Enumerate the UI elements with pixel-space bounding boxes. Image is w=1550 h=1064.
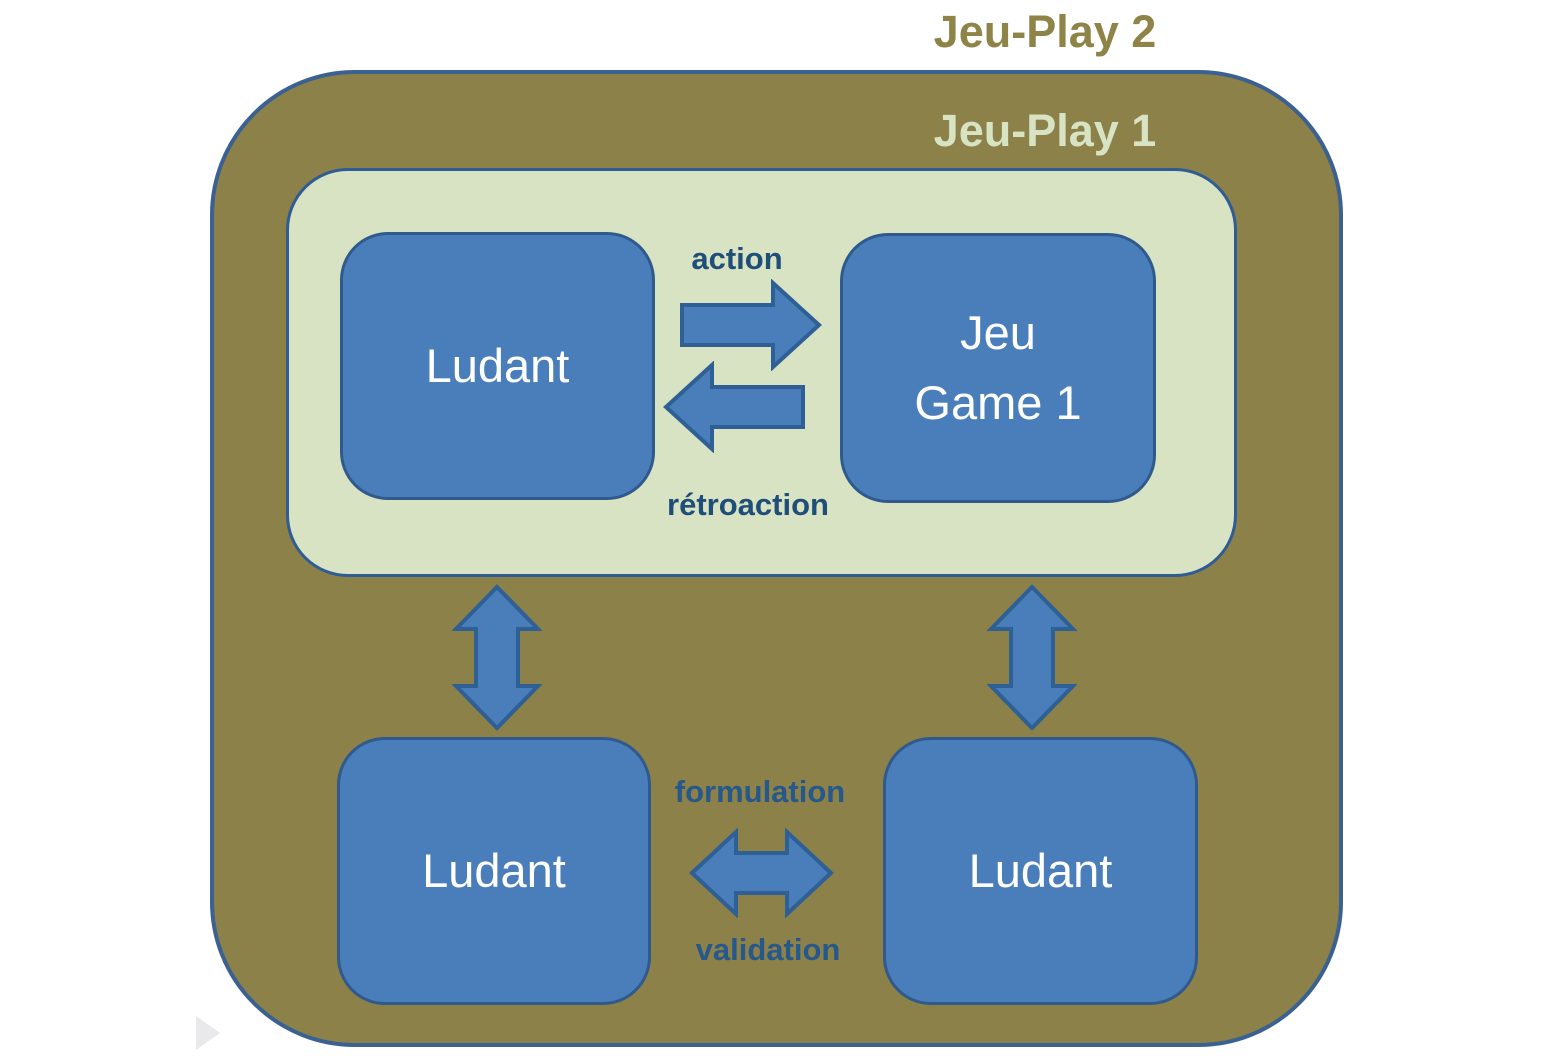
edge-label-action: action <box>691 241 783 276</box>
action-arrow-right-icon <box>680 279 822 371</box>
node-ludant-top-label: Ludant <box>425 339 570 392</box>
node-ludant-top: Ludant <box>340 232 655 500</box>
node-jeu-game-1-label-line1: Jeu <box>960 306 1036 359</box>
node-ludant-bottom-left-label: Ludant <box>422 844 566 897</box>
node-ludant-bottom-left: Ludant <box>337 737 651 1005</box>
edge-label-formulation: formulation <box>674 774 846 809</box>
node-ludant-bottom-right-label: Ludant <box>968 844 1113 897</box>
node-jeu-game-1: Jeu Game 1 <box>840 233 1156 503</box>
vertical-double-arrow-left-icon <box>452 584 542 731</box>
edge-label-retroaction: rétroaction <box>667 487 829 522</box>
vertical-double-arrow-right-icon <box>987 584 1077 731</box>
edge-label-validation: validation <box>695 932 841 967</box>
node-jeu-game-1-label-line2: Game 1 <box>914 376 1082 429</box>
horizontal-double-arrow-icon <box>689 828 834 918</box>
title-jeu-play-2: Jeu-Play 2 <box>933 6 1157 57</box>
node-ludant-bottom-right: Ludant <box>883 737 1198 1005</box>
stray-cursor-artifact-icon <box>196 1016 220 1050</box>
title-jeu-play-1: Jeu-Play 1 <box>933 105 1157 156</box>
retroaction-arrow-left-icon <box>663 361 805 453</box>
